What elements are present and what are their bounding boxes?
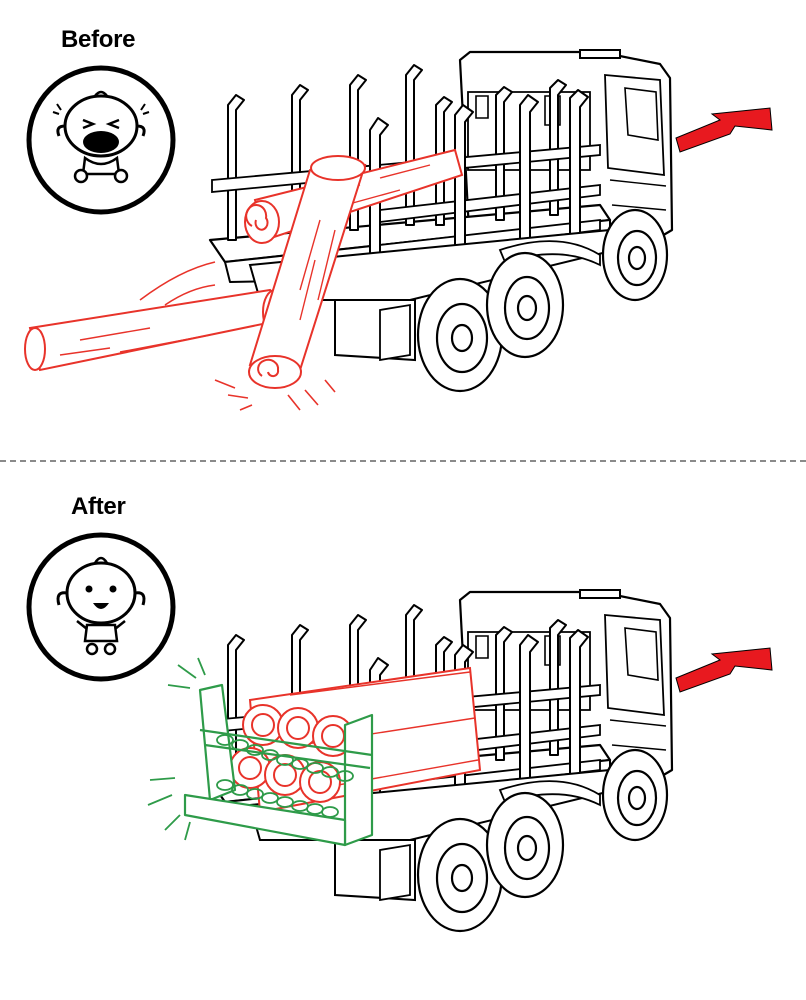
crying-baby-icon (29, 68, 173, 212)
falling-logs (24, 155, 367, 411)
happy-baby-icon (29, 535, 173, 679)
panel-divider (0, 460, 806, 462)
after-heading: After (71, 493, 126, 520)
log-guard-gate-icon (147, 657, 374, 847)
after-panel (29, 535, 773, 933)
forward-arrow-icon (675, 107, 773, 153)
before-panel (24, 48, 773, 411)
before-heading: Before (61, 26, 136, 53)
forward-arrow-icon (675, 647, 773, 693)
